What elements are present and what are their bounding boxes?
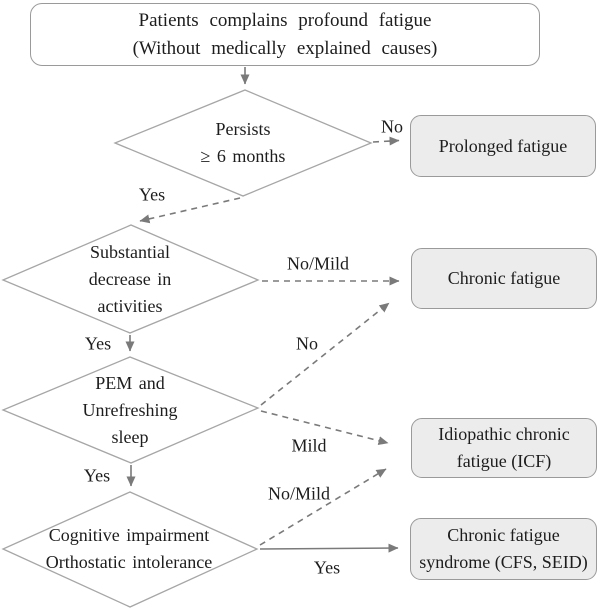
edge-label-pem-no: No [296, 333, 318, 354]
outcome-icf: Idiopathic chronic fatigue (ICF) [411, 418, 597, 478]
decision-diamond-cognitive [1, 491, 259, 608]
arrow-cognitive-yes [259, 543, 399, 553]
decision-diamond-activities [1, 224, 260, 334]
arrow-pem-no-dashed [260, 302, 390, 406]
edge-label-cognitive-yes: Yes [313, 557, 341, 578]
start-node: Patients complains profound fatigue (Wit… [30, 3, 540, 66]
edge-label-pem-yes: Yes [83, 465, 111, 486]
decision-text-activities: Substantial decrease in activities [88, 241, 172, 316]
edge-label-persists-no: No [381, 116, 403, 137]
decision-diamond-pem [1, 356, 260, 464]
edge-label-cognitive-nomild: No/Mild [267, 483, 331, 504]
arrow-cognitive-nomild-dashed [259, 468, 387, 546]
arrow-persists-no-dashed [372, 136, 400, 146]
outcome-prolonged-fatigue: Prolonged fatigue [410, 115, 596, 177]
decision-diamond-persists [113, 89, 373, 197]
decision-text-persists: Persists ≥ 6 months [200, 119, 286, 166]
outcome-cfs: Chronic fatigue syndrome (CFS, SEID) [410, 518, 597, 580]
edge-label-persists-yes: Yes [138, 184, 166, 205]
outcome-chronic-fatigue: Chronic fatigue [411, 248, 597, 309]
decision-text-pem: PEM and Unrefreshing sleep [82, 372, 178, 447]
edge-label-activities-yes: Yes [84, 333, 112, 354]
decision-text-cognitive: Cognitive impairment Orthostatic intoler… [45, 525, 213, 572]
edge-label-activities-nomild: No/Mild [286, 253, 350, 274]
edge-label-pem-mild: Mild [291, 435, 327, 456]
